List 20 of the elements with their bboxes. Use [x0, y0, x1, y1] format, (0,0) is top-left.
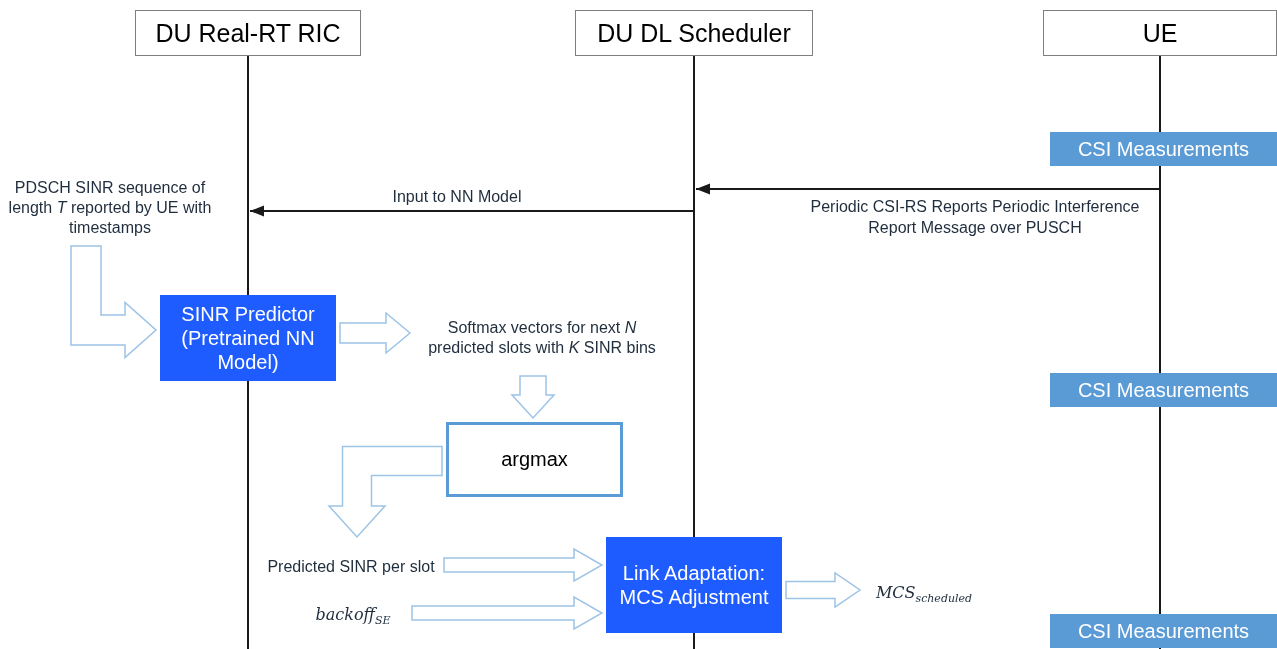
block-arrow: [785, 571, 862, 609]
lifeline-header: DU DL Scheduler: [575, 10, 813, 56]
note-text: Softmax vectors for next N predicted slots with K SINR bins: [414, 304, 670, 372]
arrow: [695, 183, 1161, 195]
arrow: [249, 205, 695, 217]
block-arrow: [339, 311, 412, 355]
block-arrow: [70, 245, 158, 360]
block-arrow: [443, 547, 604, 583]
formula-text: backoff$_{SE}$: [298, 602, 408, 630]
process-box: argmax: [446, 422, 623, 497]
lifeline-header: UE: [1043, 10, 1277, 56]
edge-label: Periodic CSI-RS Reports Periodic Interference Report Message over PUSCH: [809, 197, 1141, 238]
note-text: PDSCH SINR sequence of length T reported by UE with timestamps: [2, 174, 218, 242]
note-text: Predicted SINR per slot: [262, 541, 440, 593]
formula-text: MCS$_{scheduled}$: [864, 580, 984, 608]
lifeline-header: DU Real-RT RIC: [135, 10, 361, 56]
block-arrow: [411, 595, 604, 631]
block-arrow: [327, 445, 443, 539]
edge-label: Input to NN Model: [391, 187, 523, 207]
block-arrow: [510, 375, 556, 420]
